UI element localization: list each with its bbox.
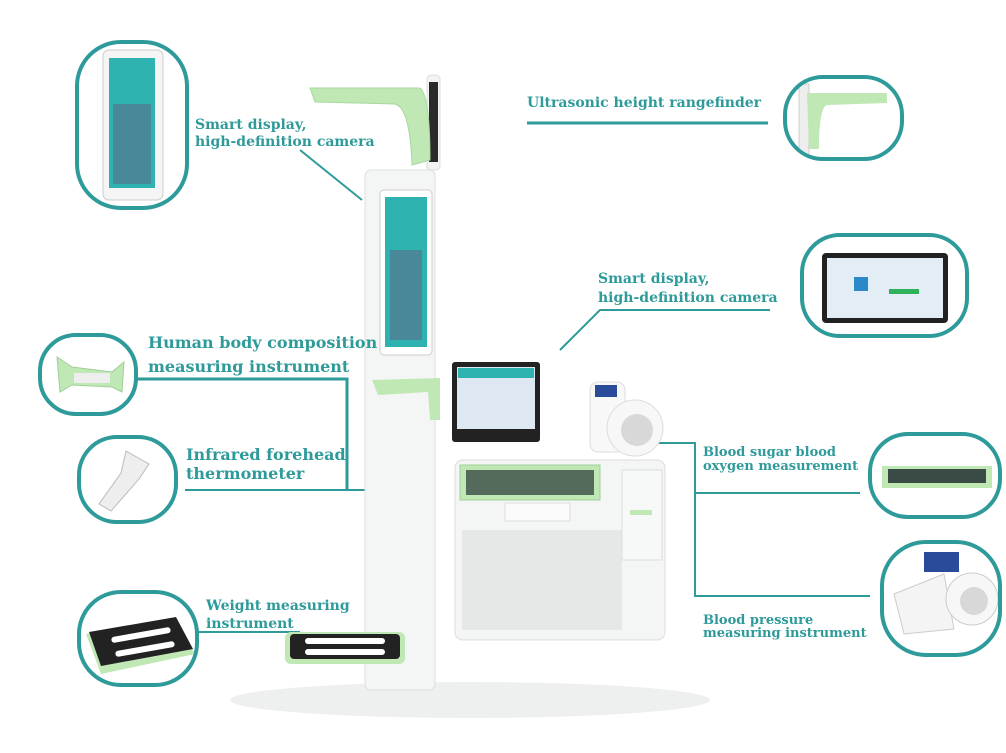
display-kiosk-icon — [102, 49, 164, 201]
leader-display-side — [559, 309, 770, 351]
callout-body-comp — [38, 333, 138, 416]
tablet-screen-icon — [822, 253, 948, 323]
leader-display-top — [299, 149, 363, 201]
label-display-side: Smart display,high-definition camera — [598, 271, 778, 306]
callout-sugar — [868, 432, 1002, 519]
scale-platform-icon — [86, 617, 195, 674]
handle-electrode-icon — [56, 356, 125, 393]
leader-body-comp — [40, 377, 349, 490]
bp-monitor-icon — [893, 552, 998, 635]
callout-display-top — [75, 40, 189, 210]
callout-display-side — [800, 233, 969, 338]
label-height: Ultrasonic height rangefinder — [527, 95, 762, 111]
label-display-top: Smart display,high-definition camera — [195, 117, 375, 150]
callout-weight — [77, 590, 199, 687]
height-arm-icon — [798, 83, 887, 157]
tray-icon — [882, 466, 992, 488]
callout-height — [783, 75, 904, 161]
leader-pressure — [655, 442, 870, 597]
thermometer-icon — [98, 450, 150, 512]
callout-thermo — [77, 435, 178, 524]
callout-pressure — [880, 540, 1002, 657]
